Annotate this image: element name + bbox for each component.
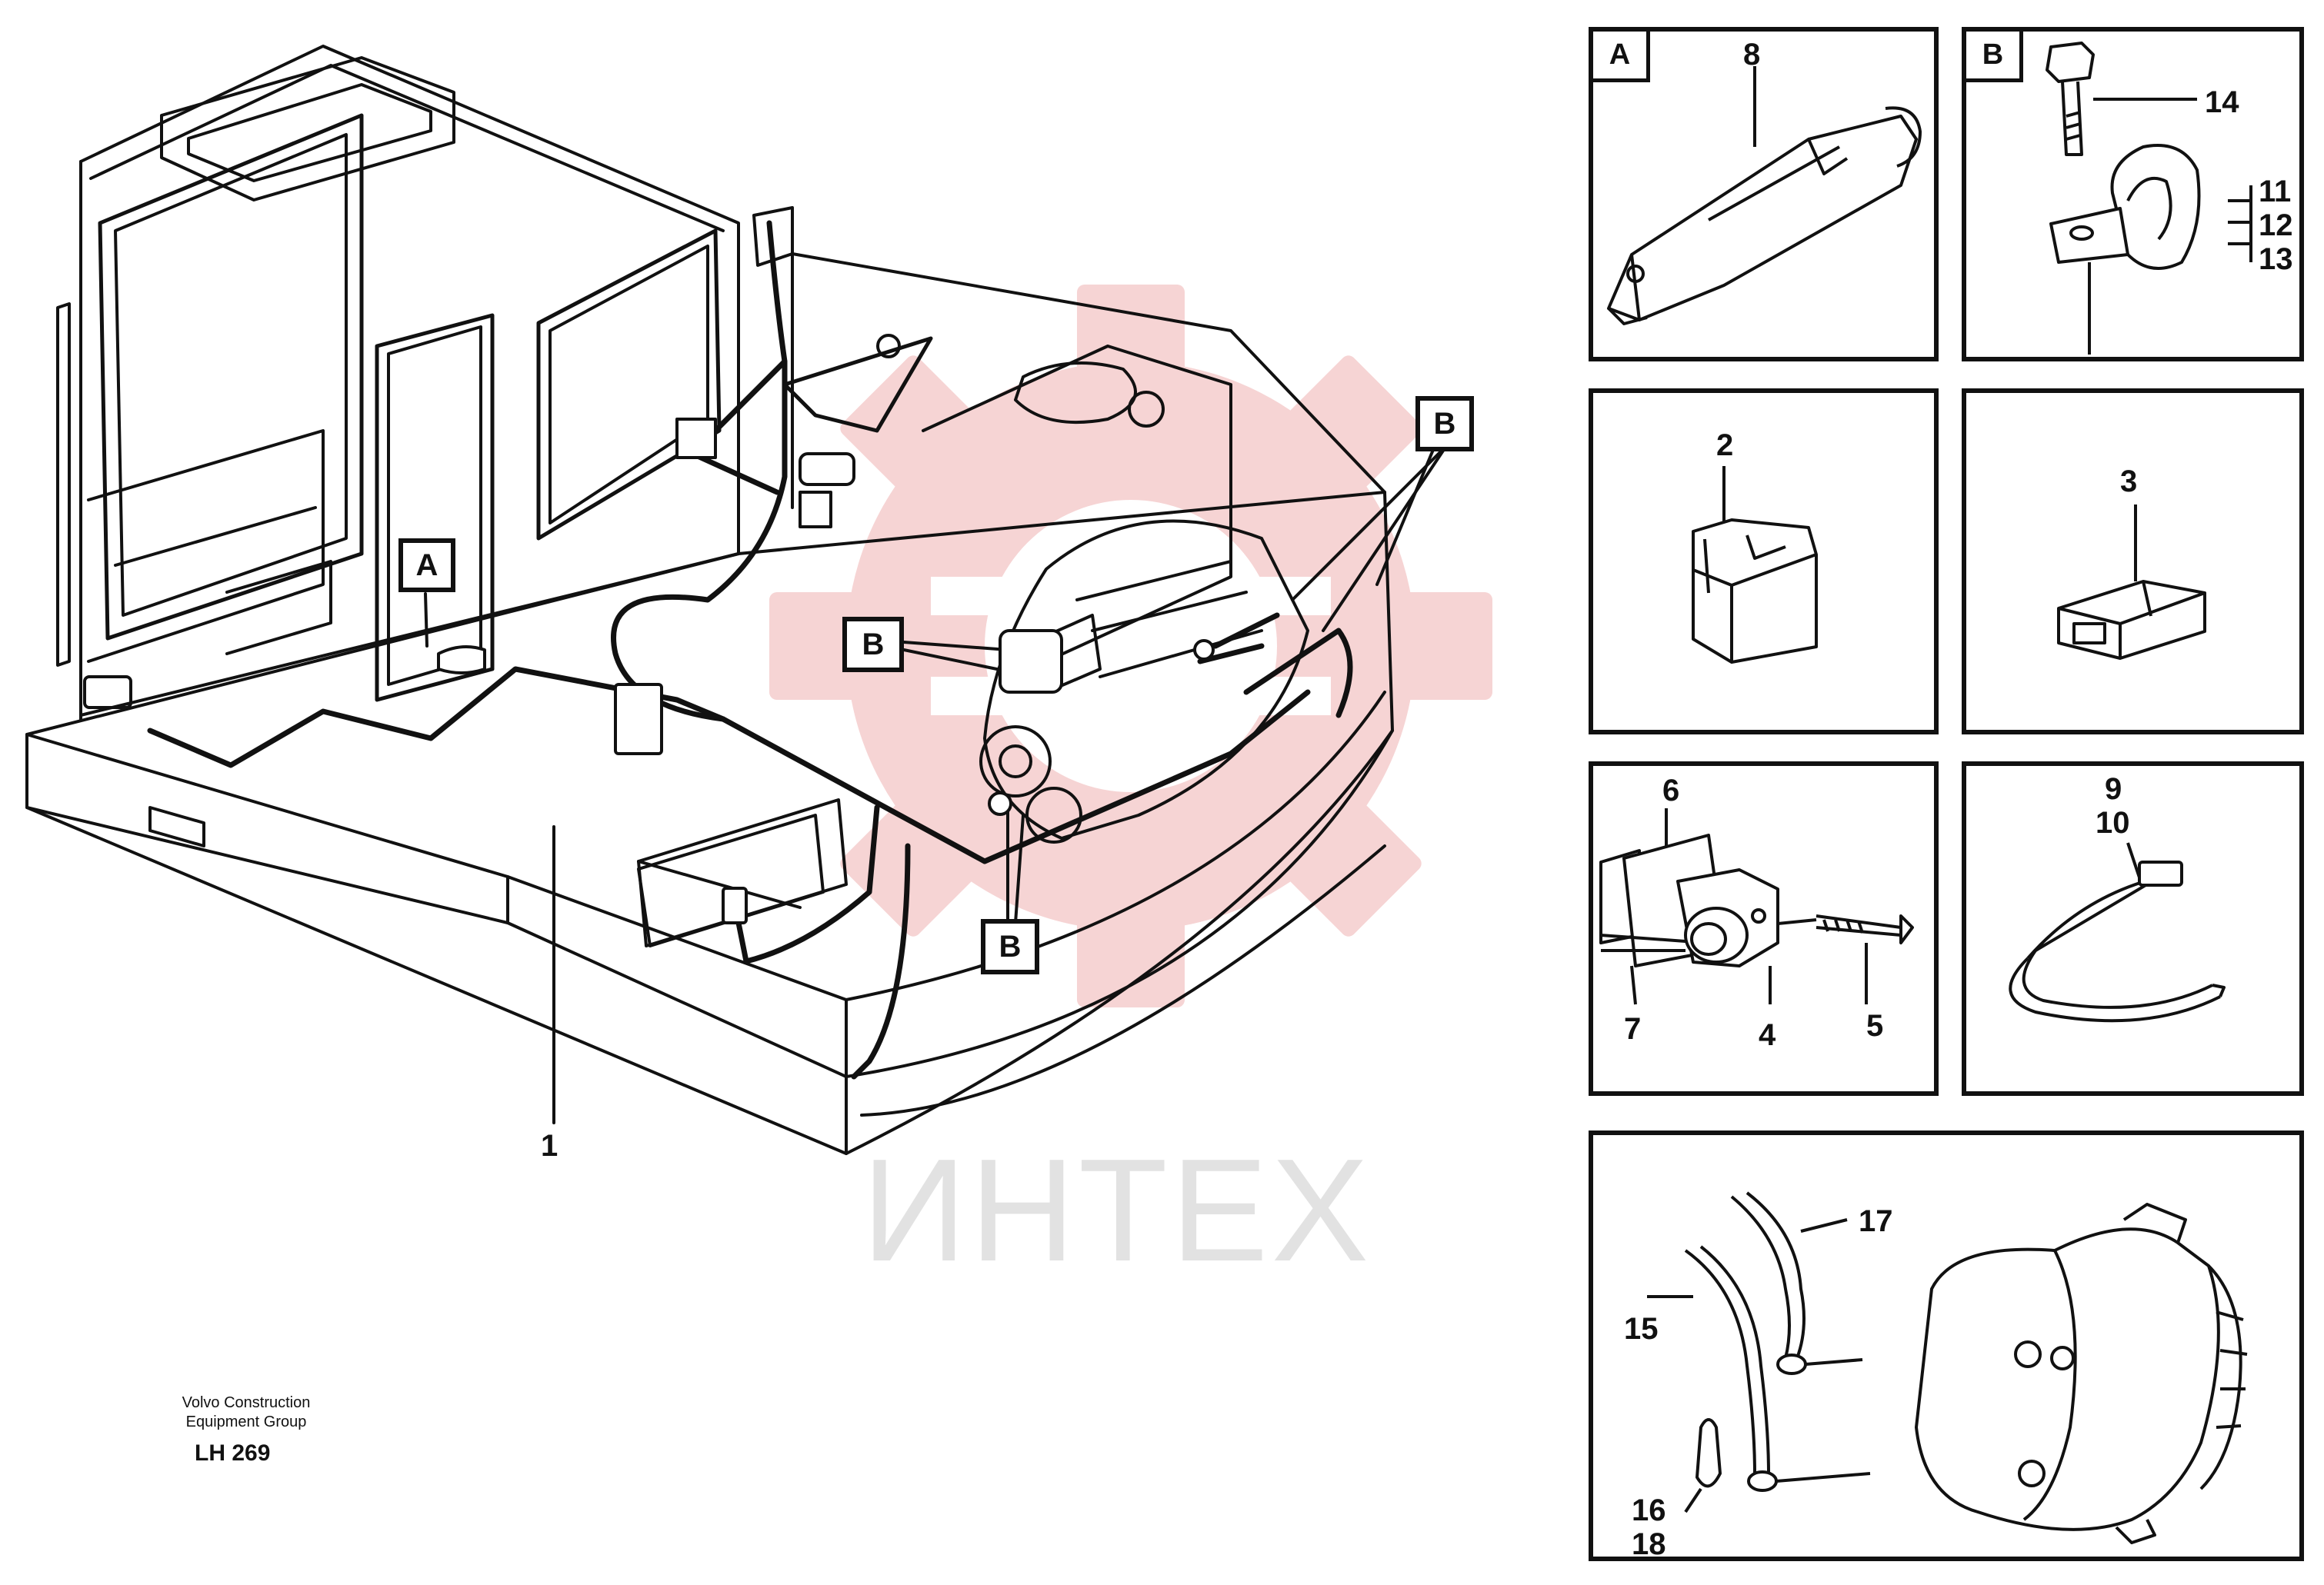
part-number-8: 8: [1743, 38, 1761, 72]
part-number-4: 4: [1759, 1018, 1776, 1052]
connector-housing-icon: [1607, 66, 1922, 325]
part-number-5: 5: [1866, 1009, 1884, 1043]
cab-outline: [56, 45, 794, 721]
part-number-3: 3: [2120, 465, 2138, 498]
callout-tag-b: B: [981, 919, 1039, 974]
part-number-18: 18: [1632, 1527, 1666, 1561]
document-number: LH 269: [195, 1440, 271, 1466]
detail-panel-tag: A: [1593, 32, 1650, 82]
detail-panel-b: B 14 11 12 13: [1962, 27, 2304, 361]
part-number-16: 16: [1632, 1493, 1666, 1527]
superstructure-outline: [25, 252, 1394, 1155]
detail-panel-tag: B: [1966, 32, 2023, 82]
detail-panel-a: A 8: [1589, 27, 1939, 361]
callout-tag-b: B: [842, 617, 904, 672]
watermark-text: ИНТЕХ: [862, 1129, 1372, 1292]
caption-line-2: Equipment Group: [185, 1414, 307, 1430]
part-number-14: 14: [2205, 85, 2239, 119]
pressure-switch-icon: [1599, 808, 1914, 1005]
callout-tag-a: A: [398, 538, 455, 592]
part-number-9: 9: [2105, 772, 2122, 806]
wiring-harness: [147, 220, 1353, 1080]
connector-plug-icon: [2057, 504, 2206, 660]
detail-panel-alternator: 17 15 16 18: [1589, 1130, 2304, 1561]
part-number-11: 11: [2259, 175, 2292, 208]
detail-panel-connector: 3: [1962, 388, 2304, 734]
caption-line-1: Volvo Construction: [182, 1394, 311, 1411]
manufacturer-caption: Volvo Construction Equipment Group: [169, 1394, 323, 1432]
part-number-12: 12: [2259, 208, 2293, 242]
relay-icon: [1692, 466, 1818, 664]
main-leader-lines: [424, 445, 1448, 1124]
part-number-1: 1: [541, 1129, 558, 1163]
detail-panel-switch: 6 7 4 5: [1589, 761, 1939, 1096]
part-number-15: 15: [1624, 1312, 1659, 1346]
part-number-17: 17: [1859, 1204, 1893, 1238]
detail-panel-cable-tie: 9 10: [1962, 761, 2304, 1096]
cable-tie-icon: [2009, 842, 2226, 1023]
callout-tag-b: B: [1415, 396, 1474, 451]
battery-box-outline: [637, 814, 825, 947]
part-number-2: 2: [1716, 428, 1734, 462]
detail-panel-relay: 2: [1589, 388, 1939, 734]
alternator-icon: [1647, 1191, 2248, 1544]
part-number-10: 10: [2096, 806, 2130, 840]
part-number-7: 7: [1624, 1012, 1642, 1046]
engine-block-outline: [979, 519, 1309, 844]
part-number-13: 13: [2259, 242, 2293, 276]
bolt-and-clamp-icon: [2046, 42, 2252, 355]
part-number-6: 6: [1662, 774, 1680, 807]
